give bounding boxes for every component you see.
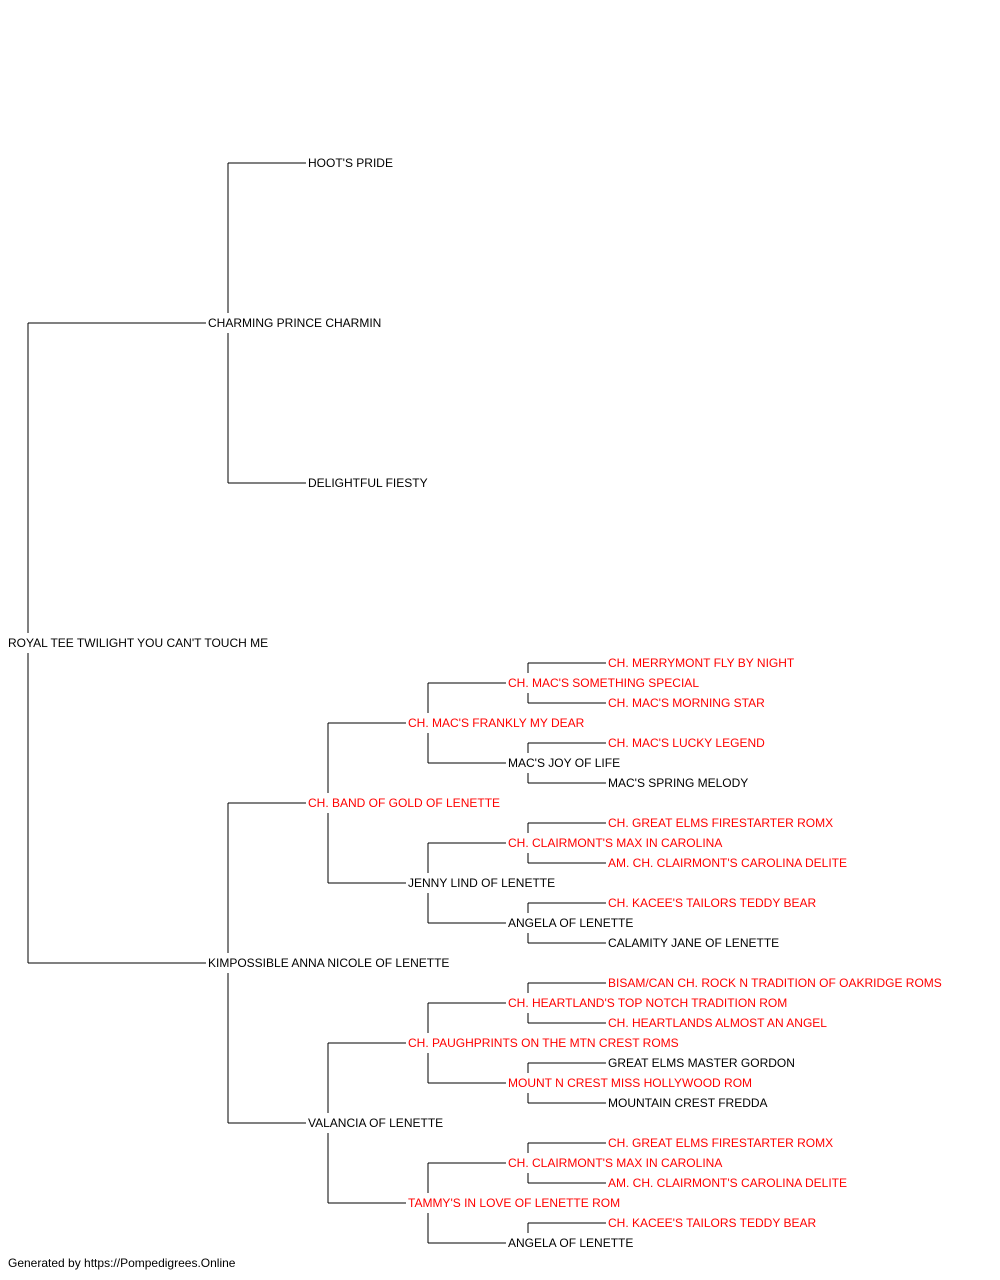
ancestor-name: CH. PAUGHPRINTS ON THE MTN CREST ROMS (408, 1036, 679, 1050)
ancestor-name: MOUNT N CREST MISS HOLLYWOOD ROM (508, 1076, 752, 1090)
ancestor-name: MOUNTAIN CREST FREDDA (608, 1096, 768, 1110)
ancestor-name: CH. KACEE'S TAILORS TEDDY BEAR (608, 896, 816, 910)
ancestor-name: AM. CH. CLAIRMONT'S CAROLINA DELITE (608, 1176, 847, 1190)
pedigree-tree: ROYAL TEE TWILIGHT YOU CAN'T TOUCH ME CHA… (8, 156, 942, 1250)
ancestor-name: VALANCIA OF LENETTE (308, 1116, 443, 1130)
footer-credit: Generated by https://Pompedigrees.Online (8, 1256, 236, 1270)
ancestor-name: BISAM/CAN CH. ROCK N TRADITION OF OAKRID… (608, 976, 942, 990)
ancestor-name: CH. MERRYMONT FLY BY NIGHT (608, 656, 795, 670)
ancestor-name: CH. MAC'S LUCKY LEGEND (608, 736, 765, 750)
ancestor-name: ANGELA OF LENETTE (508, 1236, 633, 1250)
ancestor-name: CH. CLAIRMONT'S MAX IN CAROLINA (508, 1156, 722, 1170)
ancestor-name: ANGELA OF LENETTE (508, 916, 633, 930)
ancestor-name: MAC'S JOY OF LIFE (508, 756, 620, 770)
ancestor-name: CHARMING PRINCE CHARMIN (208, 316, 381, 330)
ancestor-name: TAMMY'S IN LOVE OF LENETTE ROM (408, 1196, 620, 1210)
ancestor-name: CH. MAC'S FRANKLY MY DEAR (408, 716, 585, 730)
ancestor-name: CH. CLAIRMONT'S MAX IN CAROLINA (508, 836, 722, 850)
ancestor-name: JENNY LIND OF LENETTE (408, 876, 555, 890)
ancestor-name: CH. GREAT ELMS FIRESTARTER ROMX (608, 1136, 833, 1150)
ancestor-name: KIMPOSSIBLE ANNA NICOLE OF LENETTE (208, 956, 449, 970)
ancestor-name: AM. CH. CLAIRMONT'S CAROLINA DELITE (608, 856, 847, 870)
ancestor-name: MAC'S SPRING MELODY (608, 776, 748, 790)
ancestor-name: GREAT ELMS MASTER GORDON (608, 1056, 795, 1070)
ancestor-name: CH. MAC'S SOMETHING SPECIAL (508, 676, 699, 690)
ancestor-name: CH. HEARTLANDS ALMOST AN ANGEL (608, 1016, 827, 1030)
ancestor-name: CH. KACEE'S TAILORS TEDDY BEAR (608, 1216, 816, 1230)
ancestor-name: CH. GREAT ELMS FIRESTARTER ROMX (608, 816, 833, 830)
ancestor-name: CH. HEARTLAND'S TOP NOTCH TRADITION ROM (508, 996, 787, 1010)
ancestor-name: CALAMITY JANE OF LENETTE (608, 936, 779, 950)
ancestor-name: DELIGHTFUL FIESTY (308, 476, 428, 490)
subject-dog-name: ROYAL TEE TWILIGHT YOU CAN'T TOUCH ME (8, 636, 268, 650)
ancestor-name: CH. BAND OF GOLD OF LENETTE (308, 796, 500, 810)
ancestor-name: HOOT'S PRIDE (308, 156, 393, 170)
ancestor-name: CH. MAC'S MORNING STAR (608, 696, 765, 710)
